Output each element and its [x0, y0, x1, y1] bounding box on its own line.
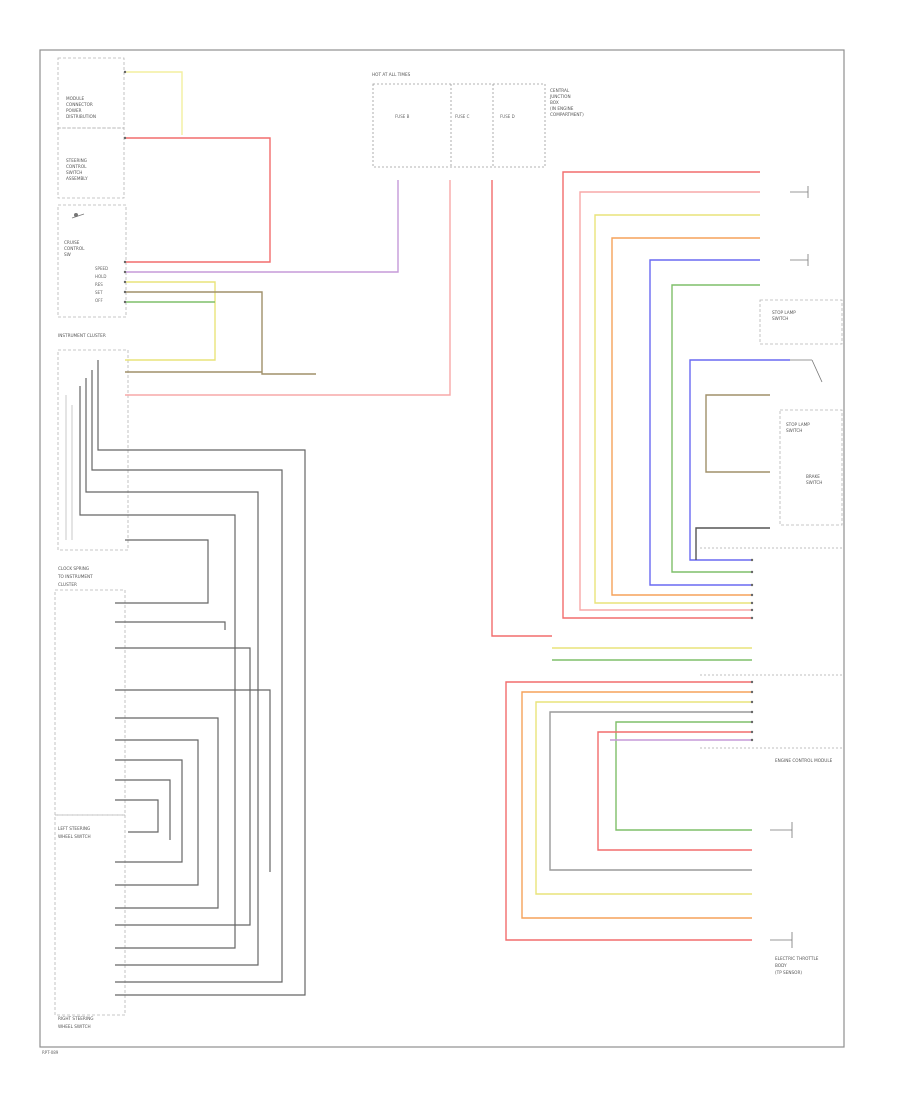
svg-text:STOP LAMP: STOP LAMP [786, 422, 810, 427]
svg-text:SWITCH: SWITCH [772, 316, 788, 321]
cruise-control-switch: CRUISE CONTROL SW SPEED HOLD RES SET OFF [57, 204, 127, 318]
switch-icon [71, 213, 85, 219]
brake-switch: STOP LAMP SWITCH [759, 299, 843, 383]
svg-text:SW: SW [64, 252, 71, 257]
svg-text:SWITCH: SWITCH [786, 428, 802, 433]
fuse-d-label: FUSE D [500, 114, 515, 119]
svg-text:JUNCTION: JUNCTION [549, 94, 571, 99]
svg-text:ASSEMBLY: ASSEMBLY [66, 176, 88, 181]
svg-text:LEFT STEERING: LEFT STEERING [58, 826, 90, 831]
connector-terminals [123, 70, 754, 742]
wires-right-upper [552, 171, 790, 661]
fuse-relay-block: HOT AT ALL TIMES FUSE B FUSE C FUSE D CE… [372, 72, 584, 168]
pedal-position-sensor: STOP LAMP SWITCH BRAKE SWITCH [779, 409, 843, 526]
svg-text:CONTROL: CONTROL [66, 164, 87, 169]
svg-text:SWITCH: SWITCH [66, 170, 82, 175]
engine-control-module: ENGINE CONTROL MODULE [700, 547, 842, 763]
wires-top-left [125, 71, 552, 637]
hot-at-all-times-label: HOT AT ALL TIMES [372, 72, 411, 77]
wires-left-harness [79, 360, 306, 996]
electric-throttle-label: ELECTRIC THROTTLE [775, 956, 819, 961]
svg-text:(IN ENGINE: (IN ENGINE [550, 106, 574, 111]
svg-text:CLUSTER: CLUSTER [58, 582, 77, 587]
svg-text:HOLD: HOLD [95, 274, 106, 279]
svg-text:(TP SENSOR): (TP SENSOR) [775, 970, 802, 975]
instrument-cluster-label: INSTRUMENT CLUSTER [58, 333, 106, 338]
svg-text:CLOCK SPRING: CLOCK SPRING [58, 566, 89, 571]
svg-text:BOX: BOX [550, 100, 559, 105]
svg-text:BRAKE: BRAKE [806, 474, 820, 479]
svg-text:CRUISE: CRUISE [64, 240, 80, 245]
cruise-switch-module: MODULE CONNECTOR POWER DISTRIBUTION STEE… [57, 57, 125, 199]
fuse-b-label: FUSE B [395, 114, 410, 119]
electric-throttle-block: ELECTRIC THROTTLE BODY (TP SENSOR) [775, 956, 819, 975]
fuse-c-label: FUSE C [455, 114, 470, 119]
svg-text:CONTROL: CONTROL [64, 246, 85, 251]
svg-text:MODULE: MODULE [66, 96, 85, 101]
svg-text:RIGHT STEERING: RIGHT STEERING [58, 1016, 93, 1021]
svg-text:POWER: POWER [66, 108, 82, 113]
svg-text:STOP LAMP: STOP LAMP [772, 310, 796, 315]
svg-text:STEERING: STEERING [66, 158, 87, 163]
diagram-frame [39, 49, 845, 1048]
svg-text:WHEEL SWITCH: WHEEL SWITCH [58, 1024, 91, 1029]
svg-text:WHEEL SWITCH: WHEEL SWITCH [58, 834, 91, 839]
svg-text:RES: RES [95, 282, 103, 287]
svg-text:TO INSTRUMENT: TO INSTRUMENT [57, 574, 93, 579]
svg-text:BODY: BODY [775, 963, 787, 968]
ecm-label: ENGINE CONTROL MODULE [775, 758, 833, 763]
svg-text:DISTRIBUTION: DISTRIBUTION [66, 114, 96, 119]
svg-text:SWITCH: SWITCH [806, 480, 822, 485]
svg-text:CENTRAL: CENTRAL [550, 88, 570, 93]
left-lower-module: CLOCK SPRING TO INSTRUMENT CLUSTER LEFT … [54, 566, 126, 1029]
footer-code: RPT-089 [42, 1050, 59, 1055]
svg-text:SPEED: SPEED [95, 266, 108, 271]
svg-text:COMPARTMENT): COMPARTMENT) [550, 112, 584, 117]
svg-text:OFF: OFF [95, 298, 103, 303]
svg-text:SET: SET [95, 290, 103, 295]
svg-text:CONNECTOR: CONNECTOR [66, 102, 93, 107]
sensor-icon [770, 822, 793, 948]
ground-icon [790, 186, 809, 266]
instrument-cluster: INSTRUMENT CLUSTER [57, 333, 129, 551]
wires-right-lower [505, 681, 752, 941]
